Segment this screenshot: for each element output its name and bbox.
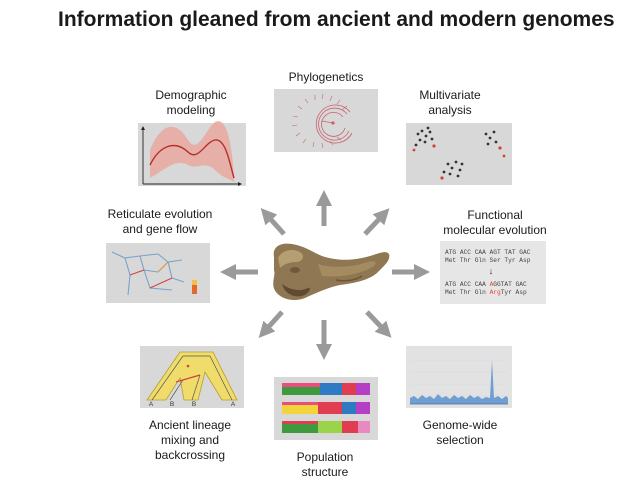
panel-reticulate xyxy=(106,243,210,303)
panel-population xyxy=(274,377,378,440)
seq1-dna: ATG ACC CAA AGT TAT GAC xyxy=(445,249,531,256)
label-line: selection xyxy=(436,433,484,447)
label-functional: Functional molecular evolution xyxy=(425,208,565,238)
arrow-down-left xyxy=(258,310,284,338)
label-phylogenetics: Phylogenetics xyxy=(288,70,364,84)
manhattan-signal xyxy=(410,360,508,404)
population-size-line xyxy=(149,139,235,179)
label-demographic: Demographic modeling xyxy=(135,88,247,118)
label-line: and gene flow xyxy=(122,222,198,236)
tip-label: A xyxy=(231,401,236,408)
label-line: Multivariate xyxy=(419,88,481,102)
arrow-down-right xyxy=(365,310,392,338)
panel-multivariate xyxy=(406,123,512,185)
label-line: Demographic xyxy=(155,88,227,102)
arrow-up-left xyxy=(260,208,286,236)
confidence-band xyxy=(150,121,234,182)
tip-label: A xyxy=(149,401,154,408)
seq2-aa: Met Thr Gln ArgTyr Asp xyxy=(445,289,527,296)
seq2-dna: ATG ACC CAA AGGTAT GAC xyxy=(445,281,527,288)
diagram-title: Information gleaned from ancient and mod… xyxy=(58,8,615,31)
panel-ancient: A B B A xyxy=(140,346,244,408)
panel-functional: ATG ACC CAA AGT TAT GAC Met Thr Gln Ser … xyxy=(440,241,546,304)
label-genome: Genome-wide selection xyxy=(405,418,515,448)
admixture-row-1 xyxy=(282,383,370,395)
label-line: Functional xyxy=(467,208,523,222)
label-multivariate: Multivariate analysis xyxy=(400,88,500,118)
panel-genome xyxy=(406,346,512,408)
label-line: backcrossing xyxy=(154,448,226,462)
tip-label: B xyxy=(192,401,196,408)
label-population: Population structure xyxy=(275,450,375,480)
label-line: mixing and xyxy=(160,433,220,447)
circular-tree xyxy=(315,104,353,144)
bone-fossil-image xyxy=(273,243,390,300)
label-line: structure xyxy=(301,465,349,479)
panel-demographic xyxy=(138,121,246,186)
species-tree xyxy=(146,351,238,401)
label-line: molecular evolution xyxy=(443,223,547,237)
label-ancient: Ancient lineage mixing and backcrossing xyxy=(130,418,250,463)
seq1-aa: Met Thr Gln Ser Tyr Asp xyxy=(445,257,531,264)
tip-label: B xyxy=(170,401,174,408)
admixture-row-3 xyxy=(282,421,370,433)
label-line: analysis xyxy=(428,103,472,117)
label-line: Ancient lineage xyxy=(148,418,232,432)
arrow-up-right xyxy=(363,208,390,236)
color-scale-bar xyxy=(192,280,197,294)
admixture-row-2 xyxy=(282,402,370,414)
label-line: modeling xyxy=(166,103,216,117)
scatter-points xyxy=(414,126,498,178)
mutation-arrow: ↓ xyxy=(489,266,494,276)
label-line: Genome-wide xyxy=(422,418,498,432)
label-line: Population xyxy=(296,450,354,464)
label-line: Reticulate evolution xyxy=(107,207,213,221)
panel-phylogenetics xyxy=(274,89,378,152)
arrows xyxy=(219,189,431,361)
label-reticulate: Reticulate evolution and gene flow xyxy=(94,207,226,237)
